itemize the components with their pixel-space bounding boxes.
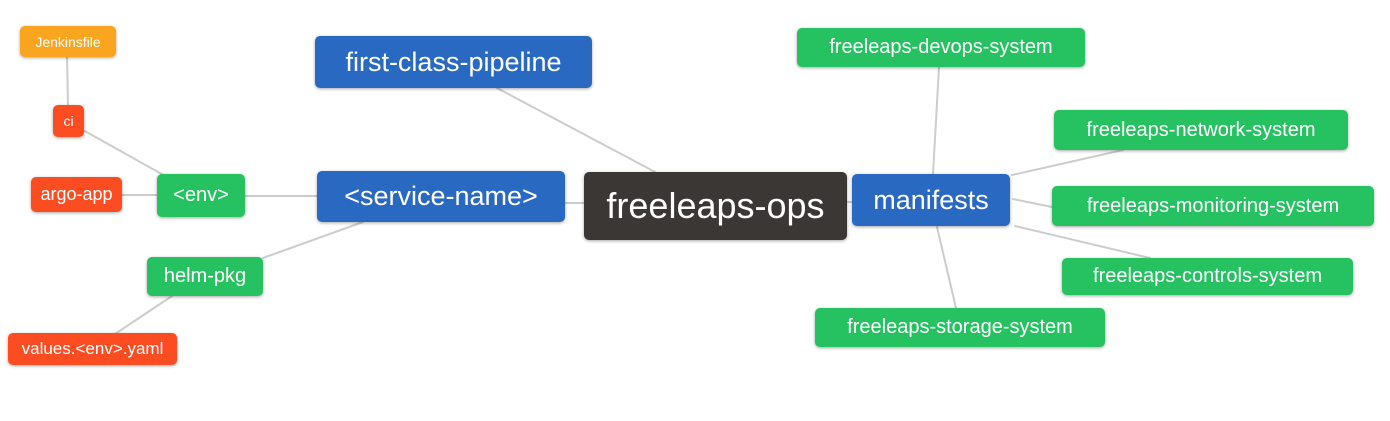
node-env[interactable]: <env> xyxy=(157,174,245,217)
node-values-env-yaml[interactable]: values.<env>.yaml xyxy=(8,333,177,365)
edge-jenkinsfile-ci xyxy=(66,56,69,107)
node-freeleaps-devops-system[interactable]: freeleaps-devops-system xyxy=(797,28,1085,67)
edge-pipeline-root xyxy=(496,87,656,173)
node-manifests[interactable]: manifests xyxy=(852,174,1010,226)
node-argo-app[interactable]: argo-app xyxy=(31,177,122,212)
edge-manifests-controls xyxy=(1014,225,1151,259)
node-ci[interactable]: ci xyxy=(53,105,84,137)
edge-manifests-network xyxy=(1011,149,1124,176)
edge-servicename-helmpkg xyxy=(262,221,364,259)
node-freeleaps-monitoring-system[interactable]: freeleaps-monitoring-system xyxy=(1052,186,1374,226)
node-freeleaps-storage-system[interactable]: freeleaps-storage-system xyxy=(815,308,1105,347)
node-freeleaps-ops-root[interactable]: freeleaps-ops xyxy=(584,172,847,240)
edge-manifests-monitoring xyxy=(1012,198,1053,208)
node-helm-pkg[interactable]: helm-pkg xyxy=(147,257,263,296)
edge-manifests-storage xyxy=(936,226,957,309)
node-service-name[interactable]: <service-name> xyxy=(317,171,565,222)
edge-ci-env xyxy=(82,129,168,178)
node-freeleaps-network-system[interactable]: freeleaps-network-system xyxy=(1054,110,1348,150)
node-freeleaps-controls-system[interactable]: freeleaps-controls-system xyxy=(1062,258,1353,295)
edge-manifests-devops xyxy=(932,66,940,175)
node-first-class-pipeline[interactable]: first-class-pipeline xyxy=(315,36,592,88)
node-jenkinsfile[interactable]: Jenkinsfile xyxy=(20,26,116,57)
edge-values-helmpkg xyxy=(114,295,173,335)
